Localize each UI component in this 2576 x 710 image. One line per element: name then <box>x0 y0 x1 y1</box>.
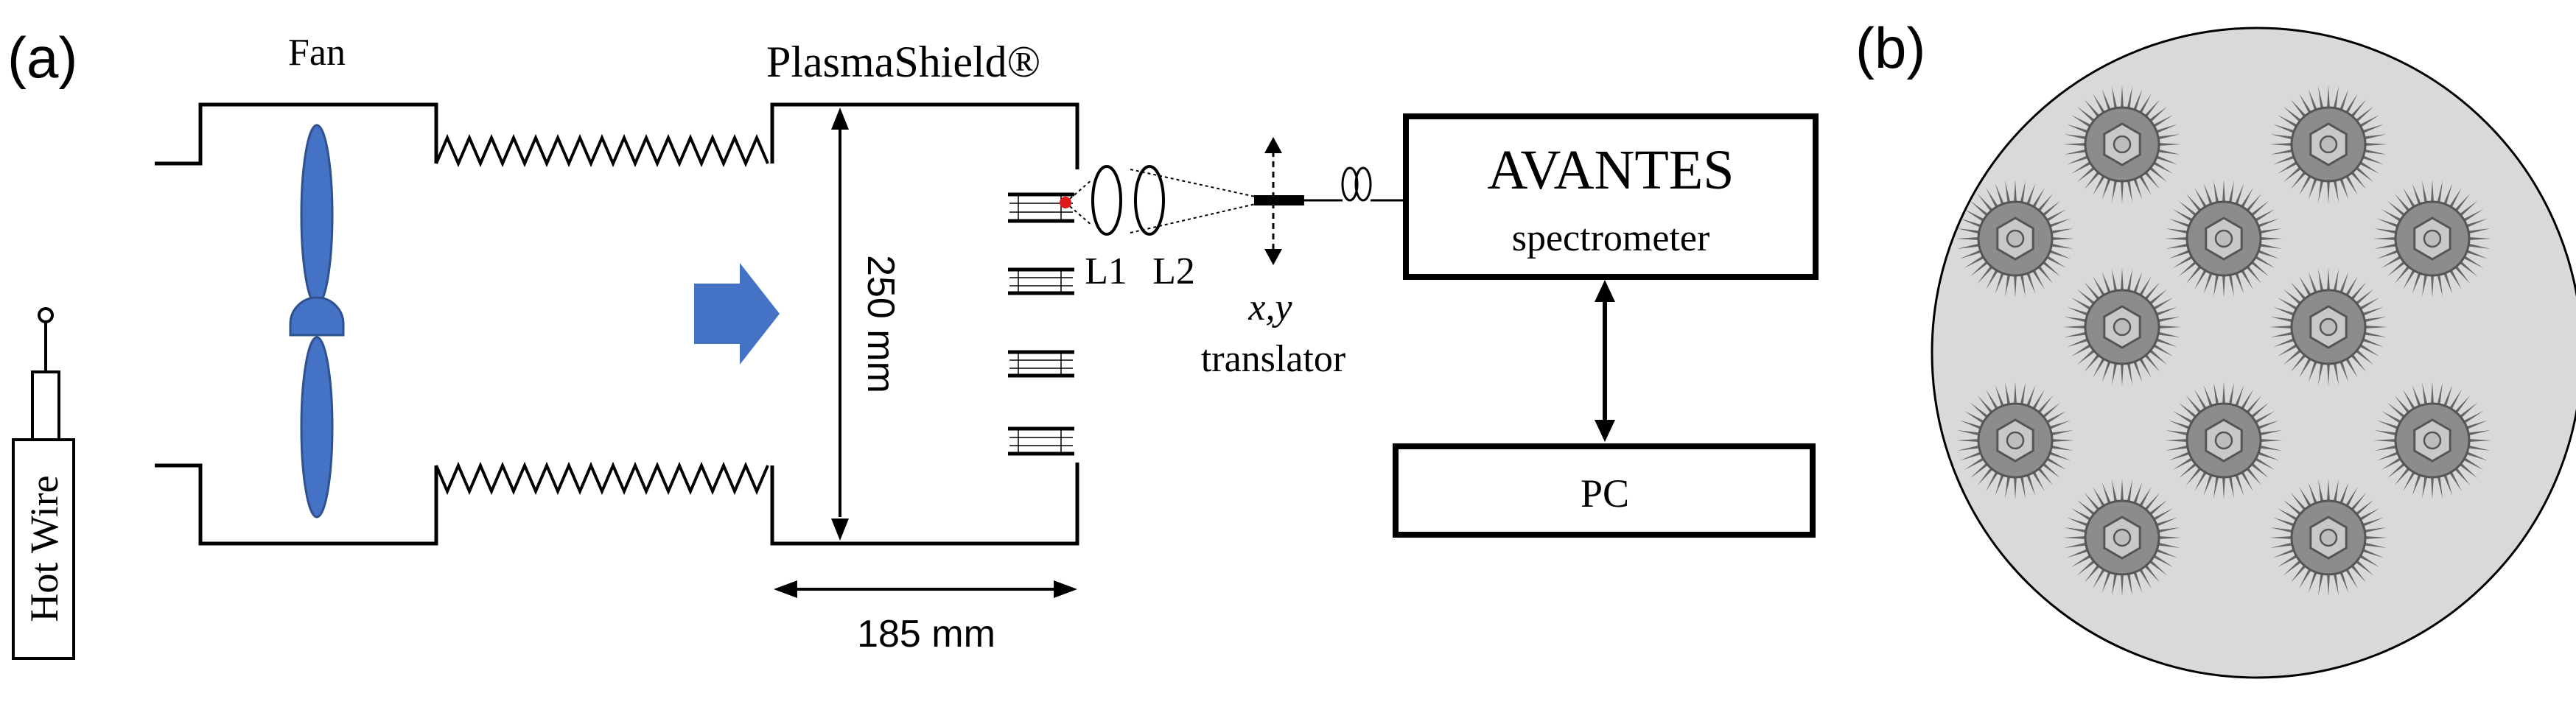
pc-label: PC <box>1581 471 1629 516</box>
plasmashield-label: PlasmaShield® <box>766 38 1040 86</box>
bellows-bottom <box>435 461 769 496</box>
optical-fiber <box>1304 166 1404 202</box>
electrode-plates <box>1008 192 1074 456</box>
needle-electrode <box>2269 268 2387 386</box>
height-dimension-arrow <box>831 108 849 541</box>
width-dimension-label: 185 mm <box>857 613 995 655</box>
electrode-plate <box>1008 350 1074 378</box>
needle-electrodes <box>1956 85 2491 597</box>
needle-electrode <box>2165 382 2283 499</box>
lens-l1 <box>1091 165 1122 236</box>
spectrometer-label: spectrometer <box>1512 217 1710 259</box>
translator-xy-label: x,y <box>1247 287 1292 328</box>
hot-wire-label: Hot Wire <box>22 475 66 622</box>
panel-b-tag: (b) <box>1855 15 1925 80</box>
data-link-arrow <box>1595 280 1615 442</box>
needle-electrode <box>2063 268 2181 386</box>
pc-box <box>1393 443 1816 538</box>
needle-electrode <box>2165 180 2283 298</box>
needle-electrode <box>2269 85 2387 203</box>
fan-icon <box>289 124 345 519</box>
needle-electrode <box>2063 479 2181 597</box>
plasmashield-chamber <box>770 102 1079 546</box>
needle-electrode <box>2373 382 2491 499</box>
translator-label: translator <box>1201 338 1345 380</box>
xy-translator-icon <box>1254 137 1304 265</box>
lens-l2 <box>1134 165 1165 236</box>
airflow-arrow-icon <box>694 263 780 365</box>
fan-duct <box>155 102 438 546</box>
needle-electrode <box>1956 382 2074 499</box>
electrode-plate <box>1008 192 1074 223</box>
needle-array-disc <box>1931 27 2576 679</box>
optical-path <box>1065 169 1259 233</box>
spectrometer-brand: AVANTES <box>1487 139 1734 201</box>
width-dimension-arrow <box>774 580 1077 598</box>
height-dimension-label: 250 mm <box>859 255 902 393</box>
electrode-plate <box>1008 426 1074 456</box>
focus-point-dot <box>1060 197 1071 208</box>
hot-wire-probe <box>12 307 75 660</box>
needle-electrode <box>2063 85 2181 203</box>
needle-electrode <box>2269 479 2387 597</box>
needle-electrode <box>2373 180 2491 298</box>
lens-l1-label: L1 <box>1085 250 1127 292</box>
bellows-top <box>435 133 769 168</box>
electrode-plate <box>1008 267 1074 295</box>
electrode-disc <box>1931 27 2576 679</box>
spectrometer-box <box>1403 113 1819 280</box>
lens-l2-label: L2 <box>1152 250 1195 292</box>
needle-electrode <box>1956 180 2074 298</box>
panel-a-tag: (a) <box>7 25 77 90</box>
fan-label: Fan <box>288 32 346 74</box>
